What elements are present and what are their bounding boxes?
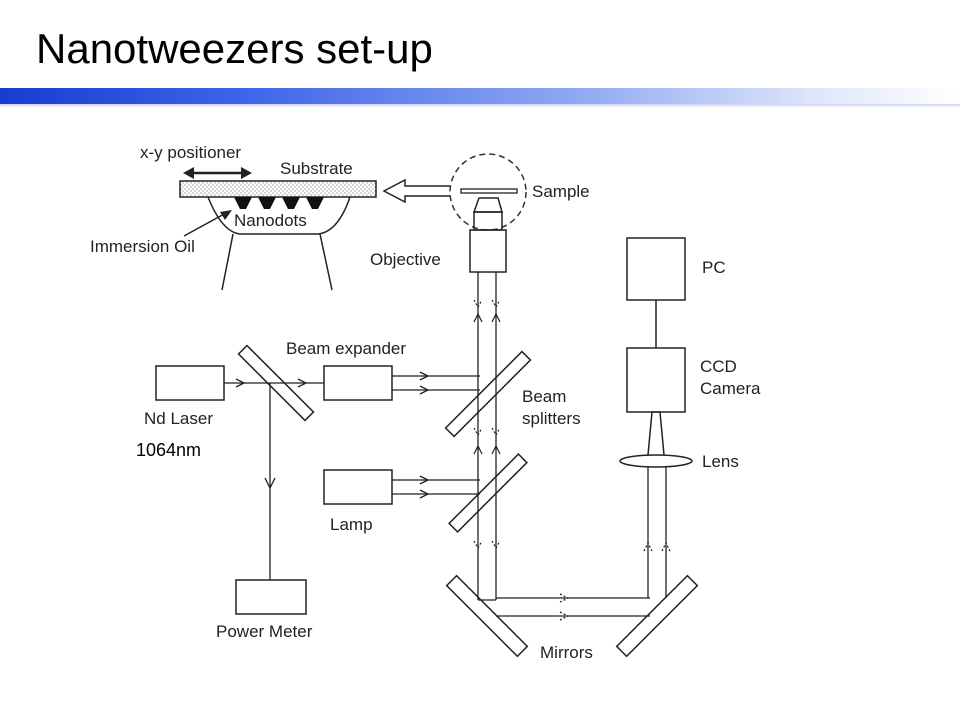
nanodot-2 <box>258 197 276 209</box>
expander-beam <box>392 371 480 395</box>
mirror-right <box>615 574 699 658</box>
power-meter-box <box>235 579 307 615</box>
xy-arrow-right-head <box>241 167 252 179</box>
sample-objective <box>449 153 527 273</box>
substrate-slab <box>179 180 377 198</box>
lens-shape <box>619 454 693 468</box>
vertical-beam <box>477 272 497 600</box>
ccd-camera-box <box>626 347 686 413</box>
label-lens: Lens <box>702 452 739 471</box>
label-immersion-oil: Immersion Oil <box>90 237 195 256</box>
objective-tip <box>472 197 503 213</box>
vertical-beam-arrows <box>473 299 501 550</box>
label-substrate: Substrate <box>280 159 353 178</box>
beam-splitter-lower <box>448 453 528 533</box>
slide-title: Nanotweezers set-up <box>36 25 433 72</box>
objective-mid <box>473 211 503 231</box>
label-ccd: CCD <box>700 357 737 376</box>
lens-beam-cone <box>647 411 665 456</box>
laser-beam-splitter <box>237 344 315 422</box>
nd-laser-box <box>155 365 225 401</box>
label-power-meter: Power Meter <box>216 622 313 641</box>
label-camera: Camera <box>700 379 761 398</box>
nanodot-1 <box>234 197 252 209</box>
beam-splitter-upper <box>444 350 532 438</box>
lamp-beam <box>392 475 480 499</box>
label-lamp: Lamp <box>330 515 373 534</box>
wavelength-label: 1064nm <box>136 440 202 460</box>
substrate-inset <box>179 167 450 291</box>
immersion-oil-pointer-head <box>220 210 232 220</box>
nanodot-4 <box>306 197 324 209</box>
label-mirrors: Mirrors <box>540 643 593 662</box>
beam-expander-box <box>323 365 393 401</box>
inset-objective-left <box>221 233 234 291</box>
label-sample: Sample <box>532 182 590 201</box>
immersion-oil-pointer <box>183 212 227 237</box>
label-xy-positioner: x-y positioner <box>140 143 241 162</box>
nanodot-3 <box>282 197 300 209</box>
mirror-beam <box>478 466 671 621</box>
zoom-arrow <box>382 178 450 204</box>
title-underline-shadow <box>0 104 960 108</box>
title-underline-bar <box>0 88 960 104</box>
label-objective: Objective <box>370 250 441 269</box>
lamp-box <box>323 469 393 505</box>
label-beam: Beam <box>522 387 566 406</box>
immersion-oil-drop <box>207 196 351 235</box>
pc-box <box>626 237 686 301</box>
sample-slide <box>460 188 518 194</box>
label-splitters: splitters <box>522 409 581 428</box>
label-nd-laser: Nd Laser <box>144 409 213 428</box>
inset-objective-right <box>319 233 333 291</box>
mirror-left <box>445 574 529 658</box>
objective-body <box>469 229 507 273</box>
label-nanodots: Nanodots <box>234 211 307 230</box>
label-pc: PC <box>702 258 726 277</box>
laser-beam <box>224 378 324 580</box>
xy-arrow-left-head <box>183 167 194 179</box>
sample-dashed-circle <box>449 153 527 231</box>
label-beam-expander: Beam expander <box>286 339 406 358</box>
